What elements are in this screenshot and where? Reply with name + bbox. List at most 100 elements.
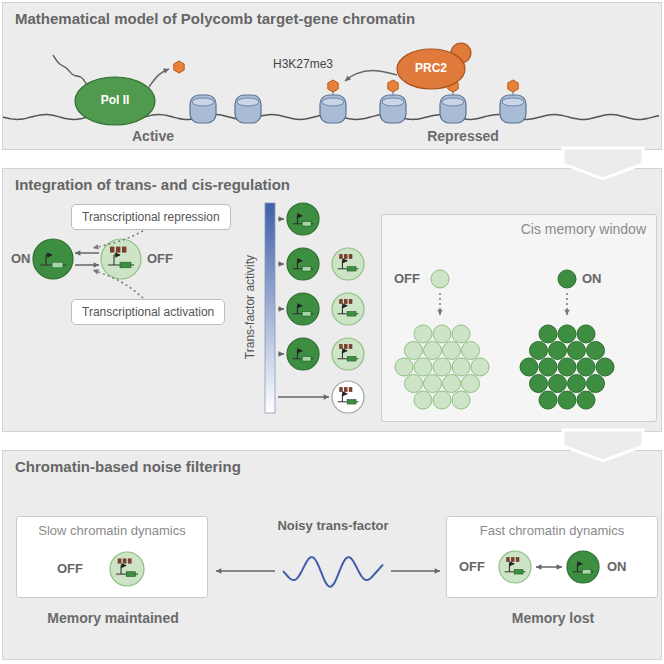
gene-circle bbox=[567, 551, 599, 583]
pol-ii-blob bbox=[75, 77, 155, 125]
arrow-line bbox=[278, 396, 329, 398]
gene-circle bbox=[332, 338, 364, 370]
dna-strand bbox=[3, 115, 659, 120]
state-label: Active bbox=[132, 129, 174, 144]
cell-circle bbox=[405, 375, 423, 393]
arrow-head bbox=[297, 213, 302, 218]
nucleosome bbox=[380, 95, 406, 123]
nucleosome-top bbox=[442, 98, 464, 106]
cell-circle bbox=[530, 375, 548, 393]
arrow-line bbox=[391, 570, 440, 572]
nucleosome bbox=[440, 95, 466, 123]
panel-band: Integration of trans- and cis-regulation… bbox=[2, 168, 662, 432]
cell-circle bbox=[471, 358, 489, 376]
arrow-line bbox=[566, 293, 568, 315]
mark-label: H3K27me3 bbox=[273, 58, 333, 71]
arrow-head bbox=[94, 262, 99, 267]
cell-circle bbox=[587, 341, 605, 359]
outcome-label: Memory lost bbox=[512, 611, 594, 626]
cell-circle bbox=[424, 375, 442, 393]
arrow-head bbox=[342, 303, 347, 308]
gradient-bar bbox=[265, 203, 275, 413]
chevron-arrow bbox=[563, 148, 643, 179]
state-label: Repressed bbox=[427, 129, 499, 144]
state-label: OFF bbox=[147, 252, 173, 266]
arrow-line bbox=[75, 264, 99, 266]
nucleosome-top bbox=[502, 98, 524, 106]
heading-text: Slow chromatin dynamics bbox=[17, 517, 207, 544]
arrow-head bbox=[47, 252, 52, 257]
dynamics-box: Slow chromatin dynamicsOFF bbox=[16, 516, 208, 598]
arrow-line bbox=[93, 231, 143, 248]
cell-circle bbox=[414, 391, 432, 409]
heading-text: Cis memory window bbox=[382, 215, 656, 243]
prc2-blob bbox=[397, 49, 465, 89]
nucleosome-top bbox=[382, 98, 404, 106]
protein-label: Pol II bbox=[101, 94, 130, 107]
gene-circle bbox=[287, 293, 319, 325]
cell-circle bbox=[558, 325, 576, 343]
cell-circle bbox=[414, 358, 432, 376]
chevron-arrow bbox=[563, 430, 643, 461]
cell-circle bbox=[520, 358, 538, 376]
gene-circle bbox=[101, 239, 141, 279]
arrow-line bbox=[278, 353, 284, 355]
gene-circle bbox=[110, 552, 144, 586]
arrow-line bbox=[75, 252, 99, 254]
gene-circle bbox=[287, 338, 319, 370]
cell-circle bbox=[452, 391, 470, 409]
arrow-head bbox=[93, 269, 99, 274]
gene-circle bbox=[332, 381, 364, 413]
illustration bbox=[382, 215, 656, 421]
state-label: ON bbox=[607, 560, 627, 574]
arrow-line bbox=[536, 566, 562, 568]
signal-label: Noisy trans-factor bbox=[277, 519, 388, 533]
arrow-head bbox=[115, 252, 120, 257]
cell-circle bbox=[414, 325, 432, 343]
gene-circle bbox=[332, 293, 364, 325]
arrow-head bbox=[342, 348, 347, 353]
cell-circle bbox=[596, 358, 614, 376]
heading-text: Fast chromatin dynamics bbox=[447, 517, 657, 544]
arrow-line bbox=[278, 218, 284, 220]
h3k27me3-mark bbox=[328, 80, 338, 92]
arrow-head bbox=[435, 568, 440, 573]
arrow-head bbox=[342, 258, 347, 263]
nucleosome bbox=[320, 95, 346, 123]
cell-circle bbox=[443, 375, 461, 393]
gene-circle bbox=[499, 551, 531, 583]
process-box: Transcriptional activation bbox=[71, 299, 225, 325]
arrow-line bbox=[278, 263, 284, 265]
heading-text: Transcriptional activation bbox=[72, 300, 224, 324]
cell-circle bbox=[568, 341, 586, 359]
arrow-head bbox=[279, 351, 284, 356]
arrow-line bbox=[149, 69, 169, 87]
axis-label: Trans-factor activity bbox=[244, 255, 257, 359]
h3k27me3-mark bbox=[448, 80, 458, 92]
panel-band: Chromatin-based noise filteringSlow chro… bbox=[2, 450, 662, 660]
gene-circle bbox=[33, 239, 73, 279]
cell-circle bbox=[549, 341, 567, 359]
cell-circle bbox=[433, 391, 451, 409]
arrow-head bbox=[342, 391, 347, 396]
cell-circle bbox=[443, 341, 461, 359]
nucleosome-top bbox=[192, 98, 214, 106]
arrow-head bbox=[163, 68, 169, 73]
state-label: OFF bbox=[459, 560, 485, 574]
cell-circle bbox=[530, 341, 548, 359]
cell-circle bbox=[539, 325, 557, 343]
state-label: ON bbox=[11, 252, 31, 266]
process-box: Transcriptional repression bbox=[71, 204, 231, 230]
nucleosome-top bbox=[237, 98, 259, 106]
heading-text: Chromatin-based noise filtering bbox=[3, 451, 661, 482]
gene-circle bbox=[287, 248, 319, 280]
cell-circle bbox=[587, 375, 605, 393]
nucleosome-top bbox=[322, 98, 344, 106]
rna-strand bbox=[53, 55, 87, 85]
cell-circle bbox=[577, 391, 595, 409]
arrow-head bbox=[75, 250, 80, 255]
cell-circle bbox=[577, 358, 595, 376]
arrow-head bbox=[536, 564, 541, 569]
cell-circle bbox=[558, 358, 576, 376]
arrow-line bbox=[278, 308, 284, 310]
